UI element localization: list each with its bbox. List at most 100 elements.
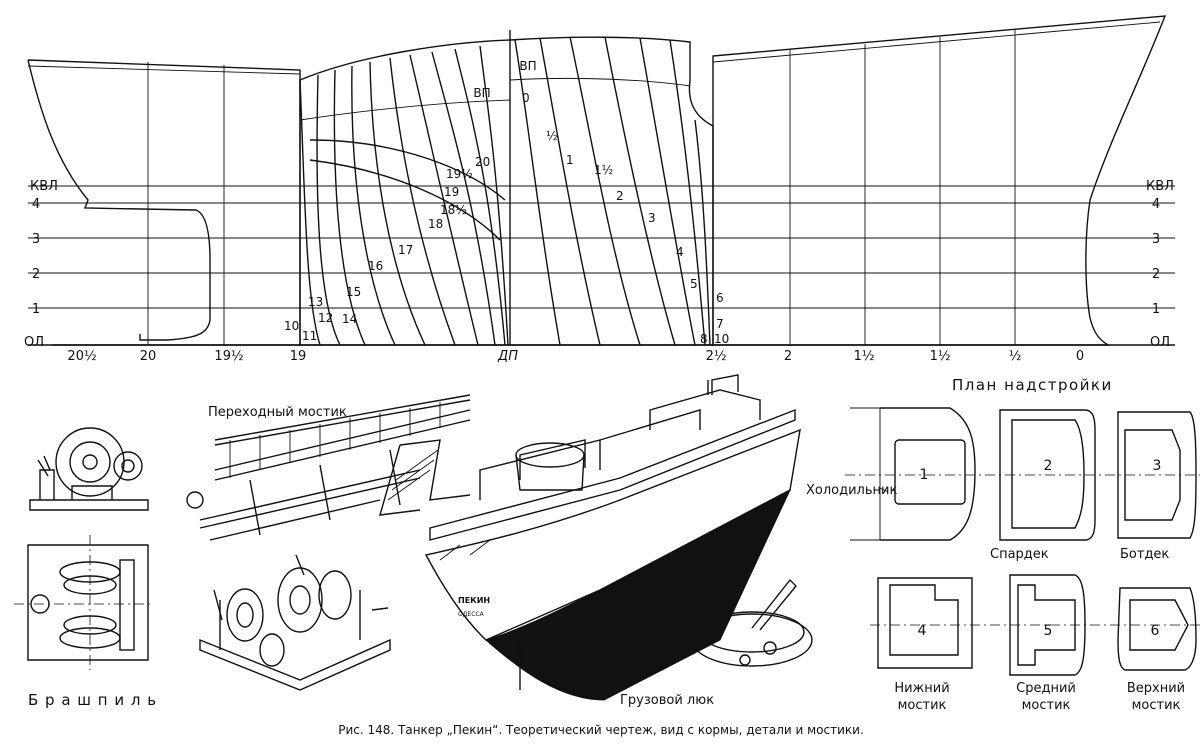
hatch-rim <box>691 613 813 667</box>
label-perekhodny: Переходный мостик <box>208 405 347 420</box>
winch-drum <box>277 567 323 633</box>
wl-label: 4 <box>32 197 40 212</box>
gangway-drawing <box>186 394 471 541</box>
station-label: 8 <box>700 332 708 346</box>
deck-outline-3 <box>1117 411 1197 539</box>
winch-base <box>199 638 391 691</box>
room-2 <box>1011 419 1085 529</box>
label-spardek: Спардек <box>990 547 1049 562</box>
windlass-drum-inner <box>69 441 111 483</box>
station-label: 17 <box>398 243 413 257</box>
room-5 <box>1017 584 1076 666</box>
gangway-legs <box>249 449 401 536</box>
room-number: 6 <box>1151 623 1160 639</box>
section-curve <box>431 51 496 346</box>
ship-funnel-top <box>515 442 585 468</box>
station-label: 0 <box>522 91 530 105</box>
room-number: 5 <box>1044 623 1053 639</box>
windlass-gypsy <box>63 575 117 595</box>
scale-label: 2 <box>784 349 792 364</box>
section-curve <box>454 48 506 346</box>
scale-label: 20½ <box>67 349 96 364</box>
station-label: 16 <box>368 259 383 273</box>
room-4 <box>889 584 959 656</box>
scale-label: 2½ <box>706 349 727 364</box>
station-label: 13 <box>308 295 323 309</box>
room-1 <box>894 439 966 505</box>
station-label: 5 <box>690 277 698 291</box>
hatch-lid <box>699 611 805 653</box>
ship-funnel <box>515 454 585 491</box>
station-label: 11 <box>302 329 317 343</box>
stern-profile-outline <box>27 59 301 346</box>
station-label: 1 <box>566 153 574 167</box>
station-label: 3 <box>648 211 656 225</box>
pointer-line <box>879 487 889 493</box>
gangway-wheel <box>186 491 204 509</box>
wl-label: КВЛ <box>1146 179 1174 194</box>
gangway-stanchions <box>229 402 441 478</box>
windlass-base <box>29 499 149 511</box>
section-curve <box>309 139 506 201</box>
station-label: 14 <box>342 312 357 326</box>
room-number: 2 <box>1044 458 1053 474</box>
wl-label: 3 <box>32 232 40 247</box>
station-label: 6 <box>716 291 724 305</box>
vp-label: ВП <box>519 59 536 73</box>
scale-label: 1½ <box>854 349 875 364</box>
fwd-station-labels: 0 ½ 1 1½ 2 3 4 5 6 7 8 10 <box>522 91 729 346</box>
room-3 <box>1124 429 1181 521</box>
cargo-hatch-drawing <box>691 578 813 667</box>
station-label: 19 <box>444 185 459 199</box>
scale-label: 1½ <box>930 349 951 364</box>
ship-port: ОДЕССА <box>458 611 485 618</box>
section-curve <box>316 74 341 346</box>
ship-hull-dark <box>484 488 792 701</box>
aft-station-labels: 20 19½ 19 18½ 18 17 16 15 14 13 12 11 10 <box>284 155 490 343</box>
wl-label: 2 <box>32 267 40 282</box>
winch-drum-hub <box>236 602 254 628</box>
deck-outline-5 <box>1009 574 1086 676</box>
plan-room-numbers: 1 2 3 4 5 6 <box>918 458 1162 639</box>
gangway-rails <box>214 394 471 481</box>
scale-label: 20 <box>140 349 157 364</box>
ship-perspective: ПЕКИН ОДЕССА <box>424 374 801 701</box>
station-label: 18 <box>428 217 443 231</box>
gangway-stair <box>379 439 471 516</box>
gangway-steps <box>387 449 439 501</box>
windlass-hub <box>82 454 98 470</box>
vp-curve-left <box>299 99 511 121</box>
ship-deck-edge <box>429 408 796 541</box>
ship-wheelhouse <box>711 374 739 395</box>
windlass-gypsy <box>63 615 117 635</box>
wl-label: КВЛ <box>30 179 58 194</box>
section-curve <box>569 36 641 346</box>
windlass-frame <box>71 485 113 500</box>
section-curve <box>669 39 706 346</box>
label-gruzovoy: Грузовой люк <box>620 693 714 708</box>
bottom-scale: 20½ 20 19½ 19 ДП 2½ 2 1½ 1½ ½ 0 <box>67 349 1084 364</box>
wl-label: 1 <box>32 302 40 317</box>
section-curve <box>309 159 501 241</box>
gangway-pipes <box>199 469 421 541</box>
ship-deckhouse <box>519 439 586 480</box>
winch-drum-hub <box>289 585 311 615</box>
section-curve <box>351 65 396 346</box>
section-curve <box>539 37 601 346</box>
station-label: 18½ <box>440 203 467 217</box>
deck-outline-6 <box>1117 587 1197 671</box>
label-sredny-2: мостик <box>1022 698 1071 713</box>
room-number: 4 <box>918 623 927 639</box>
section-curve <box>694 119 711 346</box>
body-plan-drawing <box>27 15 1175 346</box>
room-6 <box>1129 599 1189 651</box>
waterline-labels-left: КВЛ 4 3 2 1 ОЛ <box>24 179 58 350</box>
winch-levers <box>213 554 305 621</box>
section-curve <box>479 45 509 346</box>
body-section-outline <box>299 36 714 346</box>
label-nizhny-2: мостик <box>898 698 947 713</box>
label-botdek: Ботдек <box>1120 547 1169 562</box>
wl-label: ОЛ <box>24 335 44 350</box>
section-curve <box>369 61 426 346</box>
